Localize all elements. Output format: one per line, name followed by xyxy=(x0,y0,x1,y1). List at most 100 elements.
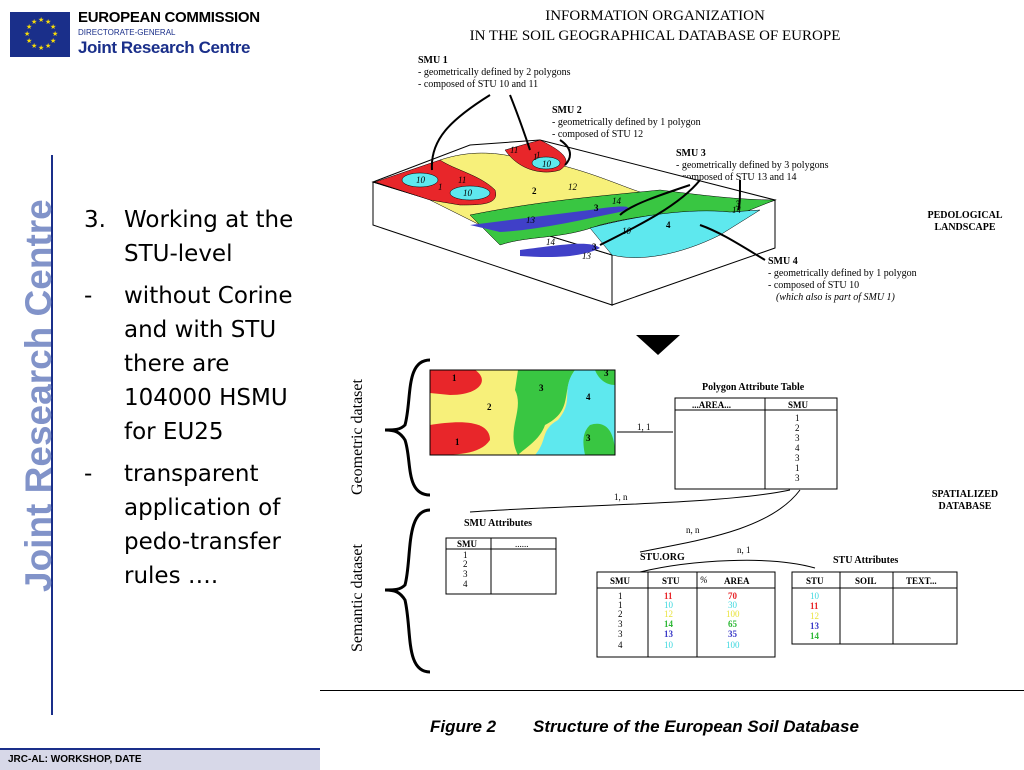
bullet-marker: - xyxy=(84,283,93,309)
figure-caption: Structure of the European Soil Database xyxy=(533,717,859,736)
footer-bar xyxy=(0,748,320,770)
pat-smu-cell: 3 xyxy=(795,453,800,463)
flat-map-label: 3 xyxy=(539,383,544,393)
stu-attr-header: STU xyxy=(806,576,824,586)
eu-stars-icon: ★★★ ★★★ ★★★ ★★★ xyxy=(10,12,70,57)
semantic-brace xyxy=(384,508,431,674)
geometric-dataset-label: Geometric dataset xyxy=(349,379,366,496)
stu-org-header: SMU xyxy=(610,576,631,586)
svg-text:★: ★ xyxy=(38,16,44,24)
centre-name: Joint Research Centre xyxy=(78,38,251,57)
pat-smu-cell: 3 xyxy=(795,473,800,483)
smu1-line: - geometrically defined by 2 polygons xyxy=(418,67,571,78)
pat-smu-cell: 4 xyxy=(795,443,800,453)
svg-text:★: ★ xyxy=(31,18,37,26)
flat-map-label: 3 xyxy=(604,368,609,378)
svg-text:★: ★ xyxy=(45,18,51,26)
svg-text:★: ★ xyxy=(45,42,51,50)
map-label: 1 xyxy=(536,150,541,160)
svg-text:★: ★ xyxy=(26,37,32,45)
svg-text:★: ★ xyxy=(31,42,37,50)
polygon-attribute-table: ...AREA... SMU 1 2 3 4 3 1 3 xyxy=(674,397,838,490)
soil-database-diagram: 10 11 10 1 1 10 11 1 2 12 14 3 13 14 10 … xyxy=(349,94,958,674)
flat-polygon-map: 1 2 1 3 3 4 3 xyxy=(429,368,616,456)
pat-smu-cell: 2 xyxy=(795,423,800,433)
geometric-brace xyxy=(384,358,431,497)
svg-text:★: ★ xyxy=(38,44,44,52)
map-label: 3 xyxy=(592,242,597,252)
smu2-line: - geometrically defined by 1 polygon xyxy=(552,117,701,128)
stu-org-smu-cell: 1 xyxy=(618,600,623,610)
relation-label: 1, 1 xyxy=(637,422,651,432)
flat-map-label: 1 xyxy=(452,373,457,383)
figure-divider xyxy=(320,690,1024,691)
map-label: 4 xyxy=(666,220,671,230)
map-label: 3 xyxy=(594,203,599,213)
figure-title: INFORMATION ORGANIZATION IN THE SOIL GEO… xyxy=(420,6,890,46)
footer-text: JRC-AL: WORKSHOP, DATE xyxy=(8,754,142,765)
map-label: 14 xyxy=(546,237,556,247)
smu2-title: SMU 2 xyxy=(552,105,582,116)
pat-smu-cell: 3 xyxy=(795,433,800,443)
sidebar-vertical-title: Joint Research Centre xyxy=(18,199,59,592)
bullet-item: 3. Working at the STU-level xyxy=(84,203,324,271)
pat-header: SMU xyxy=(788,400,809,410)
stu-attr-cell: 10 xyxy=(810,591,820,601)
stu-org-header: AREA xyxy=(724,576,750,586)
flat-map-label: 1 xyxy=(455,437,460,447)
stu-org-table: SMU STU % AREA 1 1 2 3 3 4 11 10 12 14 1… xyxy=(596,571,776,658)
flat-map-label: 3 xyxy=(586,433,591,443)
smu-attr-header: ...... xyxy=(515,539,529,549)
map-label: 10 xyxy=(416,175,426,185)
map-label: 2 xyxy=(532,186,537,196)
stu-org-stu-cell: 10 xyxy=(664,640,674,650)
smu4-note: SMU 4 - geometrically defined by 1 polyg… xyxy=(768,256,917,304)
stu-org-header: % xyxy=(700,575,708,585)
landscape-label-line: LANDSCAPE xyxy=(934,222,996,233)
stu-org-smu-cell: 3 xyxy=(618,629,623,639)
smu3-title: SMU 3 xyxy=(676,148,706,159)
svg-text:★: ★ xyxy=(26,23,32,31)
smu4-line: - composed of STU 10 xyxy=(768,280,860,291)
stu-org-smu-cell: 3 xyxy=(618,619,623,629)
stu-attr-cell: 11 xyxy=(810,601,819,611)
bullet-text: Working at the STU-level xyxy=(124,207,294,267)
bullet-text: transparent application of pedo-transfer… xyxy=(124,461,281,589)
smu4-line: (which also is part of SMU 1) xyxy=(776,292,895,303)
stu-org-stu-cell: 11 xyxy=(664,591,673,601)
pat-smu-cell: 1 xyxy=(795,463,800,473)
relation-label: n, n xyxy=(686,525,700,535)
smu4-line: - geometrically defined by 1 polygon xyxy=(768,268,917,279)
bullet-item: - transparent application of pedo-transf… xyxy=(84,457,324,593)
svg-text:★: ★ xyxy=(24,30,30,38)
smu3-line: - geometrically defined by 3 polygons xyxy=(676,160,829,171)
map-label: 14 xyxy=(732,205,742,215)
flat-map-label: 2 xyxy=(487,402,492,412)
stu-org-stu-cell: 13 xyxy=(664,629,674,639)
smu1-title: SMU 1 xyxy=(418,55,448,66)
relation-label: 1, n xyxy=(614,492,628,502)
stu-org-title: STU.ORG xyxy=(640,552,685,563)
relation-arrows xyxy=(469,489,816,573)
svg-text:★: ★ xyxy=(50,37,56,45)
smu-attr-header: SMU xyxy=(457,539,478,549)
map-label: 13 xyxy=(582,251,592,261)
svg-text:★: ★ xyxy=(50,23,56,31)
map-label: 1 xyxy=(533,152,538,162)
eu-flag-logo: ★★★ ★★★ ★★★ ★★★ xyxy=(10,12,70,57)
smu-attr-cell: 3 xyxy=(463,569,468,579)
stu-attr-header: TEXT... xyxy=(906,576,937,586)
bullet-text: without Corine and with STU there are 10… xyxy=(124,283,293,445)
stu-attr-header: SOIL xyxy=(855,576,877,586)
smu1-line: - composed of STU 10 and 11 xyxy=(418,79,539,90)
relation-label: n, 1 xyxy=(737,545,751,555)
directorate-name: DIRECTORATE-GENERAL xyxy=(78,28,176,37)
stu-attr-cell: 13 xyxy=(810,621,820,631)
flat-map-label: 4 xyxy=(586,392,591,402)
smu-attr-cell: 4 xyxy=(463,579,468,589)
smu3-note: SMU 3 - geometrically defined by 3 polyg… xyxy=(676,148,828,184)
smu-attributes-title: SMU Attributes xyxy=(464,518,532,529)
map-label: 1 xyxy=(438,182,443,192)
map-label: 10 xyxy=(463,188,473,198)
smu-pointer-arrows xyxy=(430,94,766,261)
